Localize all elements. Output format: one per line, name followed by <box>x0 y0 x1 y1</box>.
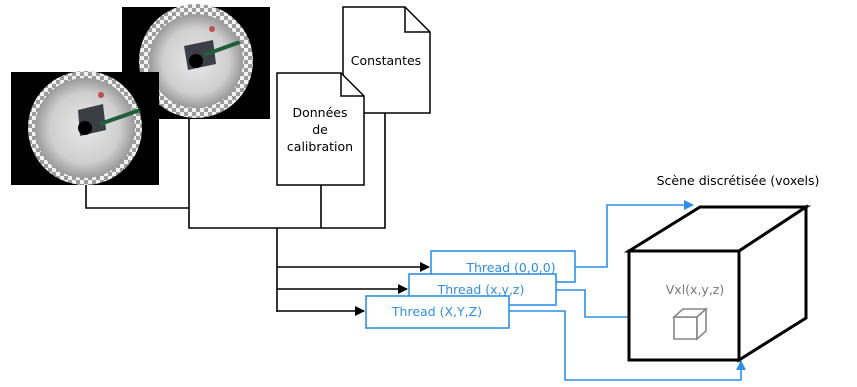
camera-image-2 <box>122 4 270 119</box>
voxel-cube <box>671 307 709 341</box>
thread-input-arrows <box>277 262 430 316</box>
thread-3-to-scene <box>509 310 746 381</box>
calibration-label-line-3: calibration <box>287 139 353 154</box>
scene-cube <box>623 204 812 363</box>
constantes-label: Constantes <box>351 53 421 68</box>
thread-3-label: Thread (X,Y,Z) <box>391 304 482 319</box>
thread-1-to-scene <box>575 200 694 268</box>
scene-title: Scène discrétisée (voxels) <box>657 173 820 188</box>
thread-2-label: Thread (x,y,z) <box>437 282 525 297</box>
input-connectors <box>85 113 386 312</box>
calibration-label-line-1: Données <box>292 105 347 120</box>
camera-image-1 <box>11 71 159 185</box>
calibration-document: Données de calibration <box>276 72 365 186</box>
voxel-label: Vxl(x,y,z) <box>666 282 724 297</box>
calibration-label-line-2: de <box>312 122 328 137</box>
thread-1-label: Thread (0,0,0) <box>465 260 555 275</box>
thread-box-3: Thread (X,Y,Z) <box>365 295 510 329</box>
constantes-document: Constantes <box>342 6 431 114</box>
